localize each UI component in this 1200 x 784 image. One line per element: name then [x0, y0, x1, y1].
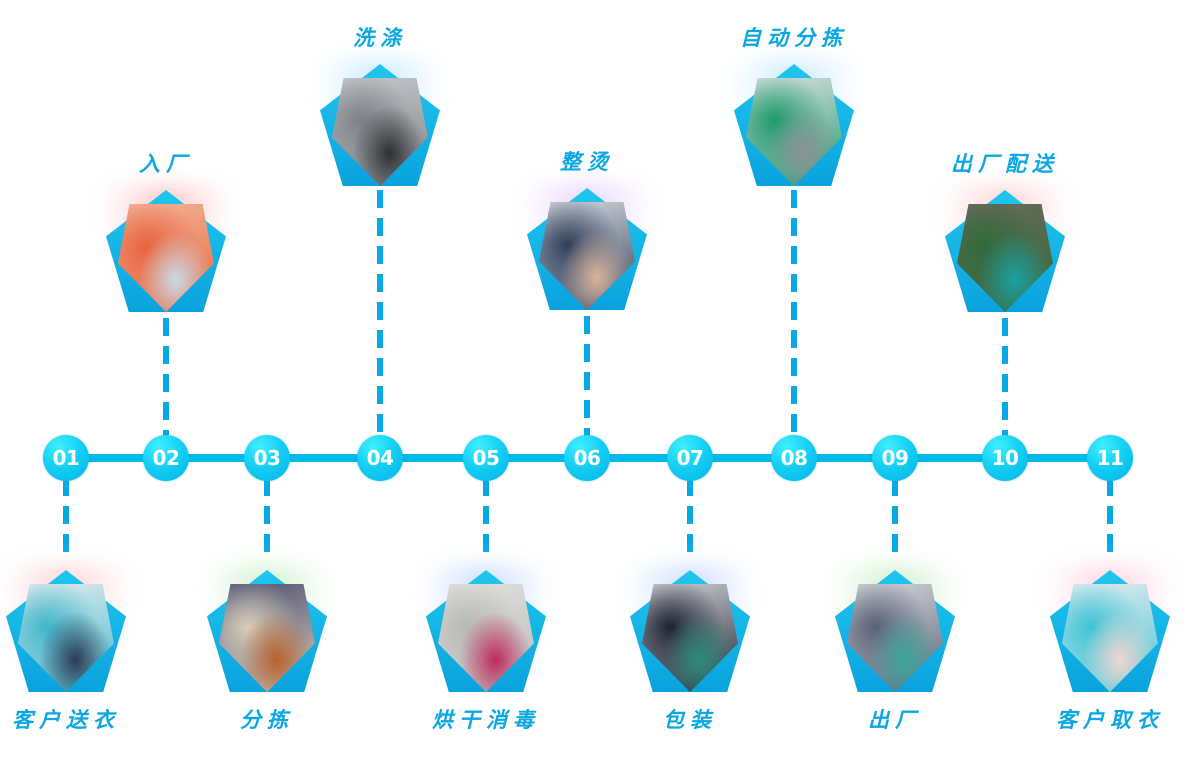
- process-step-06: 整烫: [512, 146, 662, 316]
- connector-dash-01: [63, 478, 69, 560]
- process-step-05: 烘干消毒: [411, 566, 561, 734]
- connector-dash-04: [377, 190, 383, 436]
- step-label: 洗涤: [353, 25, 407, 50]
- step-label: 出厂: [868, 707, 922, 732]
- step-node-04: 04: [357, 435, 403, 481]
- step-label: 客户送衣: [12, 707, 120, 732]
- step-node-02: 02: [143, 435, 189, 481]
- connector-dash-09: [892, 478, 898, 560]
- step-label: 自动分拣: [740, 25, 848, 50]
- step-photo-frame: [615, 566, 765, 698]
- step-photo-frame: [930, 186, 1080, 318]
- connector-dash-10: [1002, 318, 1008, 436]
- connector-dash-02: [163, 318, 169, 436]
- process-step-01: 客户送衣: [0, 566, 141, 734]
- connector-dash-05: [483, 478, 489, 560]
- step-photo-frame: [192, 566, 342, 698]
- process-step-03: 分拣: [192, 566, 342, 734]
- step-photo-frame: [719, 60, 869, 192]
- process-step-09: 出厂: [820, 566, 970, 734]
- step-label: 客户取衣: [1056, 707, 1164, 732]
- process-step-07: 包装: [615, 566, 765, 734]
- step-node-05: 05: [463, 435, 509, 481]
- process-step-08: 自动分拣: [719, 22, 869, 192]
- step-label: 分拣: [240, 707, 294, 732]
- step-node-07: 07: [667, 435, 713, 481]
- connector-dash-07: [687, 478, 693, 560]
- step-node-01: 01: [43, 435, 89, 481]
- step-label: 出厂配送: [951, 151, 1059, 176]
- step-label: 包装: [663, 707, 717, 732]
- step-label: 入厂: [139, 151, 193, 176]
- step-photo-frame: [512, 184, 662, 316]
- step-node-11: 11: [1087, 435, 1133, 481]
- connector-dash-11: [1107, 478, 1113, 560]
- process-step-04: 洗涤: [305, 22, 455, 192]
- step-node-08: 08: [771, 435, 817, 481]
- step-node-03: 03: [244, 435, 290, 481]
- process-step-02: 入厂: [91, 148, 241, 318]
- step-node-06: 06: [564, 435, 610, 481]
- process-step-10: 出厂配送: [930, 148, 1080, 318]
- process-step-11: 客户取衣: [1035, 566, 1185, 734]
- step-label: 烘干消毒: [432, 707, 540, 732]
- step-photo-frame: [0, 566, 141, 698]
- step-photo-frame: [1035, 566, 1185, 698]
- step-label: 整烫: [560, 149, 614, 174]
- connector-dash-03: [264, 478, 270, 560]
- step-photo-frame: [305, 60, 455, 192]
- step-node-10: 10: [982, 435, 1028, 481]
- step-photo-frame: [91, 186, 241, 318]
- step-node-09: 09: [872, 435, 918, 481]
- connector-dash-06: [584, 316, 590, 436]
- step-photo-frame: [820, 566, 970, 698]
- connector-dash-08: [791, 190, 797, 436]
- step-photo-frame: [411, 566, 561, 698]
